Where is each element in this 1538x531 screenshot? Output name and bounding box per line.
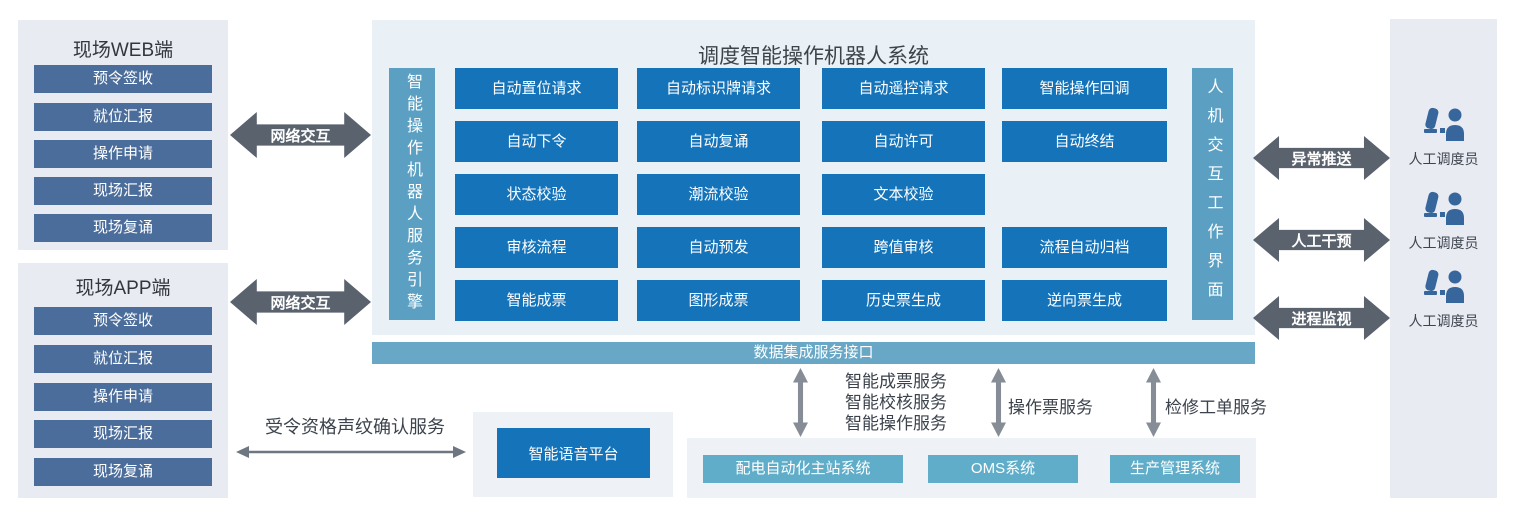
web-panel-item: 现场复诵: [34, 214, 212, 242]
service-arrow-1: [793, 368, 808, 437]
dispatcher-icon: [1423, 269, 1464, 303]
module-box: 智能成票: [455, 280, 618, 321]
dispatcher-label: 人工调度员: [1408, 151, 1479, 167]
module-box: 逆向票生成: [1002, 280, 1167, 321]
dispatcher-icon: [1423, 107, 1464, 141]
app-panel-title: 现场APP端: [75, 278, 171, 299]
app-panel-item: 现场汇报: [34, 420, 212, 448]
app-panel-item: 操作申请: [34, 383, 212, 411]
dispatcher-arrow-exception: 异常推送: [1253, 136, 1390, 180]
module-box: 智能操作回调: [1002, 68, 1167, 109]
app-panel: 现场APP端 预令签收 就位汇报 操作申请 现场汇报 现场复诵: [18, 263, 228, 498]
web-panel-item: 预令签收: [34, 65, 212, 93]
app-panel-item: 预令签收: [34, 307, 212, 335]
data-integration-bar: 数据集成服务接口: [372, 342, 1255, 364]
web-panel-item: 就位汇报: [34, 103, 212, 131]
service-label: 智能校核服务: [845, 393, 947, 412]
module-box: 流程自动归档: [1002, 227, 1167, 268]
system-box: 配电自动化主站系统: [703, 455, 903, 483]
service-label: 智能操作服务: [845, 414, 947, 433]
service-arrow-3: [1146, 368, 1161, 437]
dispatcher-label: 人工调度员: [1408, 235, 1479, 251]
hmi-bar: 人机交互工作界面: [1192, 68, 1233, 320]
network-arrow-web: 网络交互: [230, 112, 371, 158]
service-arrow-2: [991, 368, 1006, 437]
module-box: 自动下令: [455, 121, 618, 162]
dispatcher-arrow-label: 异常推送: [1291, 150, 1352, 168]
module-box: 自动预发: [637, 227, 800, 268]
dispatcher-group: 人工调度员: [1390, 191, 1497, 253]
module-box: 自动置位请求: [455, 68, 618, 109]
module-box: 跨值审核: [822, 227, 985, 268]
dispatcher-arrow-monitor: 进程监视: [1253, 296, 1390, 340]
module-box: 图形成票: [637, 280, 800, 321]
dispatcher-icon: [1423, 191, 1464, 225]
web-panel: 现场WEB端 预令签收 就位汇报 操作申请 现场汇报 现场复诵: [18, 20, 228, 250]
service-label: 检修工单服务: [1165, 398, 1267, 417]
module-box: 自动标识牌请求: [637, 68, 800, 109]
module-box: 自动遥控请求: [822, 68, 985, 109]
voice-arrow-label: 受令资格声纹确认服务: [265, 417, 445, 437]
module-box: 状态校验: [455, 174, 618, 215]
module-box: 自动复诵: [637, 121, 800, 162]
module-box: 历史票生成: [822, 280, 985, 321]
module-box: 文本校验: [822, 174, 985, 215]
dispatcher-arrow-intervention: 人工干预: [1253, 218, 1390, 262]
app-panel-item: 现场复诵: [34, 458, 212, 486]
service-label: 智能成票服务: [845, 372, 947, 391]
dispatcher-label: 人工调度员: [1408, 313, 1479, 329]
module-box: 审核流程: [455, 227, 618, 268]
voice-double-arrow: [236, 446, 466, 458]
voice-platform-box: 智能语音平台: [497, 428, 650, 478]
web-panel-item: 现场汇报: [34, 177, 212, 205]
engine-bar: 智能操作机器人服务引擎: [389, 68, 435, 320]
network-arrow-app-label: 网络交互: [270, 294, 331, 312]
module-box: 自动终结: [1002, 121, 1167, 162]
module-box: 潮流校验: [637, 174, 800, 215]
system-box: 生产管理系统: [1110, 455, 1240, 483]
voice-platform-panel: 智能语音平台: [473, 412, 673, 497]
dispatcher-arrow-label: 人工干预: [1291, 232, 1352, 250]
network-arrow-web-label: 网络交互: [270, 127, 331, 145]
app-panel-item: 就位汇报: [34, 345, 212, 373]
service-label: 操作票服务: [1008, 398, 1093, 417]
web-panel-title: 现场WEB端: [72, 40, 174, 61]
external-systems-panel: 配电自动化主站系统 OMS系统 生产管理系统: [687, 438, 1256, 498]
main-system-panel: 调度智能操作机器人系统 智能操作机器人服务引擎 人机交互工作界面 自动置位请求 …: [372, 20, 1255, 335]
dispatcher-group: 人工调度员: [1390, 269, 1497, 331]
module-box: 自动许可: [822, 121, 985, 162]
main-system-title: 调度智能操作机器人系统: [698, 45, 929, 68]
network-arrow-app: 网络交互: [230, 279, 371, 325]
web-panel-item: 操作申请: [34, 140, 212, 168]
service-label-group: 智能成票服务 智能校核服务 智能操作服务: [845, 371, 947, 434]
dispatcher-arrow-label: 进程监视: [1291, 310, 1352, 328]
system-box: OMS系统: [928, 455, 1078, 483]
dispatcher-group: 人工调度员: [1390, 107, 1497, 169]
dispatcher-panel: 人工调度员 人工调度员: [1390, 19, 1497, 498]
